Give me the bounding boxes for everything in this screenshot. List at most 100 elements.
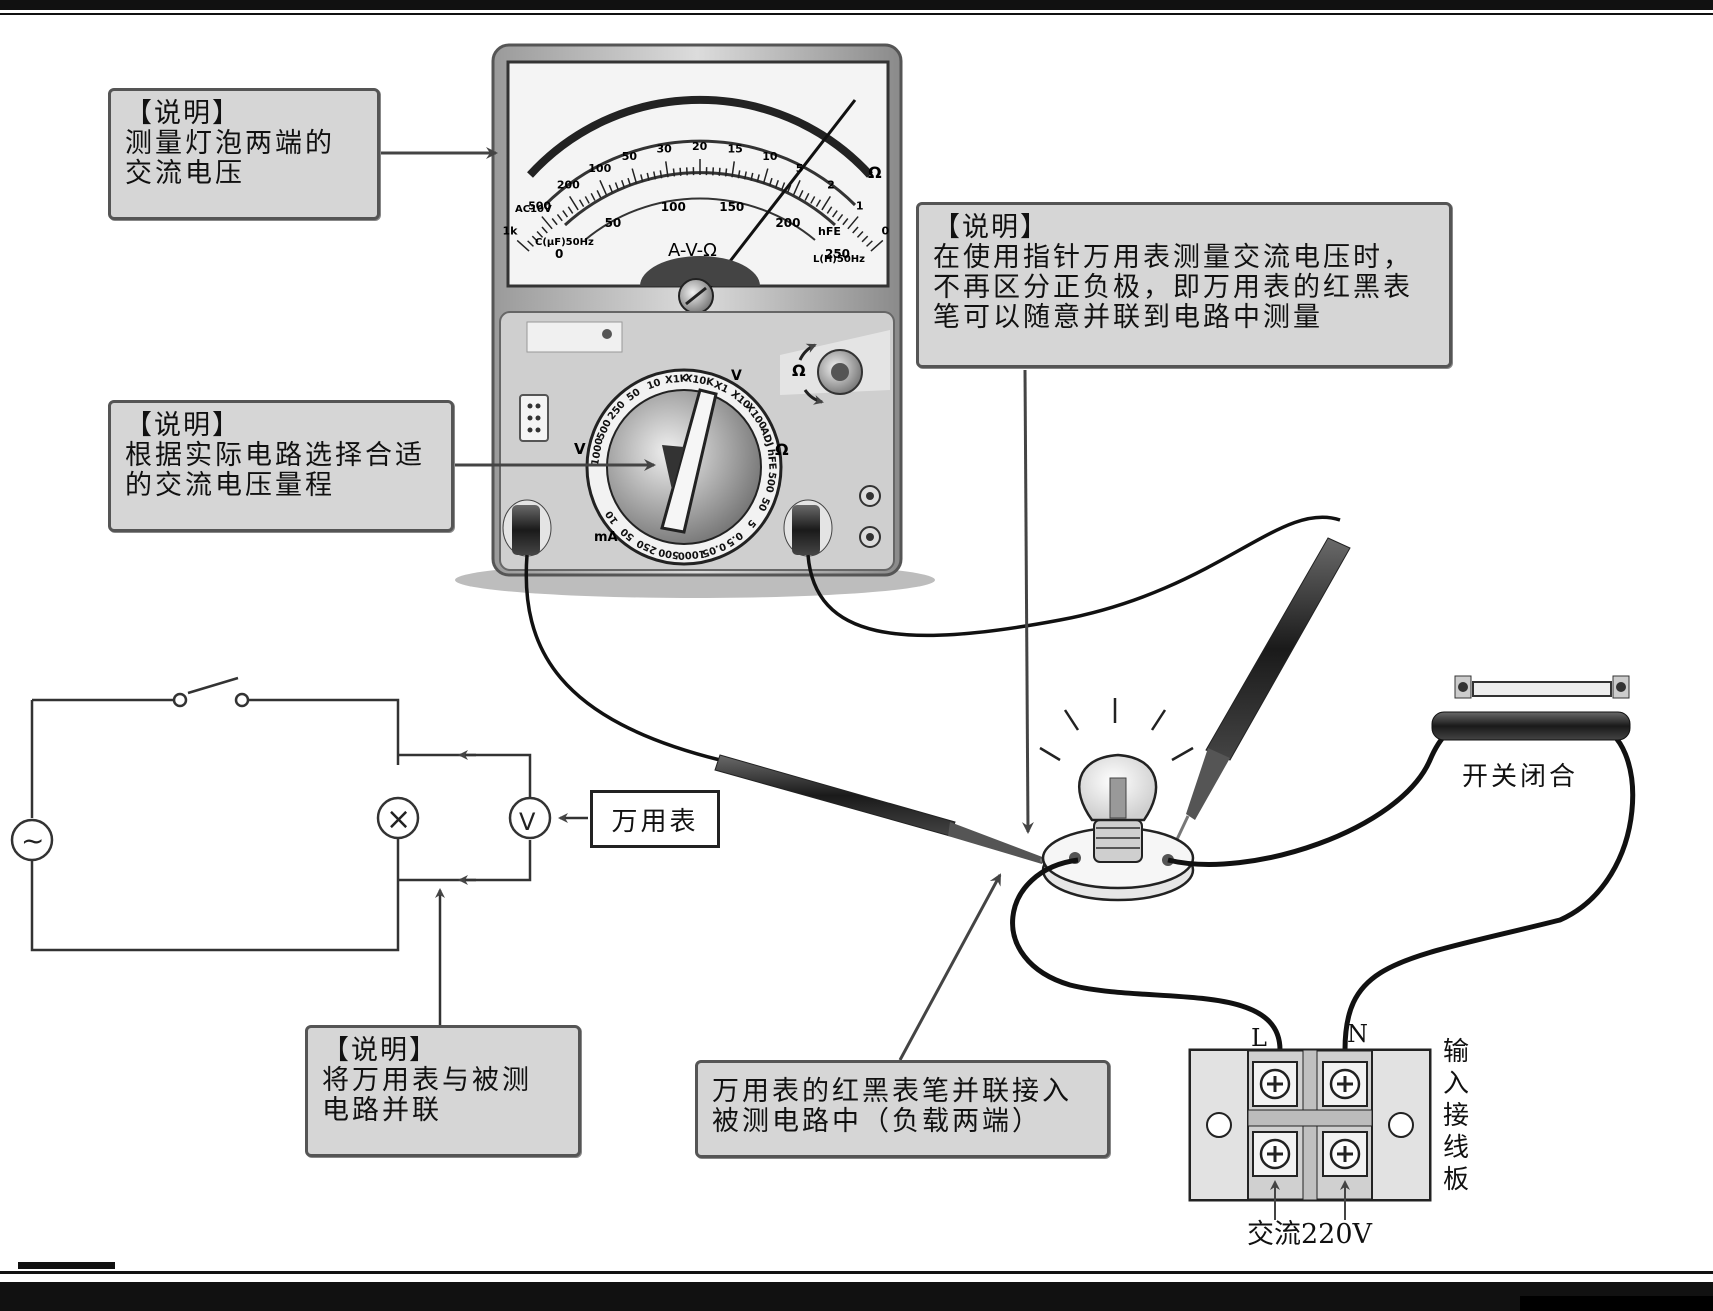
meter-tick bbox=[810, 196, 816, 204]
selector-range-label: 500 bbox=[658, 546, 681, 560]
selector-range-label: 500 bbox=[763, 471, 777, 494]
selector-range-label: 1000 bbox=[677, 547, 706, 560]
input-board-label: 输入接线板 bbox=[1442, 1037, 1469, 1195]
meter-tick bbox=[551, 218, 558, 226]
multimeter-box-label: 万用表 bbox=[590, 790, 720, 848]
meter-tick bbox=[826, 206, 833, 214]
voltmeter-symbol bbox=[508, 796, 552, 840]
meter-tick bbox=[646, 172, 650, 181]
meter-tick bbox=[608, 184, 614, 193]
meter-tick bbox=[798, 190, 804, 198]
meter-tick bbox=[659, 170, 663, 179]
meter-tick bbox=[531, 235, 539, 243]
ohm-scale-label: 15 bbox=[727, 142, 742, 155]
note-polarity-heading: 【说明】 bbox=[933, 212, 1049, 243]
meter-tick bbox=[786, 184, 792, 193]
positive-plug[interactable] bbox=[783, 499, 833, 557]
multimeter: AC10V C(μF)50Hz L(H)50Hz hFE Ω A-V-Ω Ω 1… bbox=[455, 43, 935, 598]
red-probe bbox=[1170, 537, 1351, 851]
schematic bbox=[30, 676, 588, 1025]
ohm-scale-label: 50 bbox=[622, 150, 638, 163]
meter-tick bbox=[541, 216, 553, 230]
probes-note-text: 万用表的红黑表笔并联接入被测电路中（负载两端） bbox=[712, 1076, 1072, 1137]
meter-tick bbox=[804, 192, 810, 201]
ohm-scale-label: 100 bbox=[588, 162, 611, 175]
callout-arrows bbox=[380, 147, 1034, 1061]
meter-tick bbox=[870, 239, 884, 252]
note-parallel-body: 将万用表与被测电路并联 bbox=[322, 1065, 532, 1126]
meter-tick bbox=[718, 167, 721, 176]
ac-voltage-label: 交流220V bbox=[1247, 1219, 1373, 1250]
meter-tick bbox=[653, 171, 657, 180]
meter-tick bbox=[621, 179, 626, 189]
schematic-symbols bbox=[10, 796, 552, 862]
ohm-scale-label: 10 bbox=[762, 150, 778, 163]
range-selector-knob[interactable] bbox=[660, 388, 718, 534]
meter-tick bbox=[821, 195, 831, 211]
meter-tick bbox=[792, 179, 801, 196]
selector-range-label: hFE bbox=[765, 449, 778, 471]
meter-tick bbox=[584, 196, 590, 204]
meter-tick bbox=[861, 235, 869, 243]
meter-tick bbox=[590, 192, 596, 201]
switch-device bbox=[1431, 675, 1631, 741]
com-plug[interactable] bbox=[502, 499, 552, 557]
selector-range-label: X10K bbox=[684, 373, 716, 389]
ac-source-glyph: ~ bbox=[21, 824, 44, 857]
ohm-scale-label: 1 bbox=[856, 200, 864, 213]
meter-tick bbox=[578, 199, 585, 208]
meter-tick bbox=[842, 218, 849, 226]
dc-scale-label: 0 bbox=[555, 247, 563, 261]
meter-tick bbox=[750, 172, 754, 181]
meter-tick bbox=[780, 182, 786, 191]
ohm-adjust-omega: Ω bbox=[792, 361, 806, 380]
meter-tick bbox=[562, 210, 569, 218]
hfe-socket[interactable] bbox=[519, 394, 549, 442]
note-polarity: 【说明】 在使用指针万用表测量交流电压时，不再区分正负极，即万用表的红黑表笔可以… bbox=[916, 202, 1452, 368]
meter-tick bbox=[774, 179, 779, 189]
meter-tick bbox=[536, 230, 544, 238]
note-parallel-heading: 【说明】 bbox=[322, 1035, 438, 1066]
dc-scale-label: 150 bbox=[719, 200, 744, 214]
hfe-scale-label: hFE bbox=[818, 225, 841, 238]
meter-tick bbox=[672, 168, 676, 177]
meter-tick bbox=[541, 226, 548, 234]
note-parallel: 【说明】 将万用表与被测电路并联 bbox=[305, 1025, 581, 1157]
note-measure: 【说明】 测量灯泡两端的交流电压 bbox=[108, 88, 380, 220]
selector-range-label: 1000 bbox=[590, 437, 606, 466]
omega-scale-label: Ω bbox=[868, 163, 882, 182]
face-center-label: A-V-Ω bbox=[668, 240, 717, 261]
meter-tick bbox=[831, 210, 838, 218]
meter-tick bbox=[743, 171, 747, 180]
meter-tick bbox=[731, 161, 735, 178]
dc-scale-label: 50 bbox=[605, 216, 622, 230]
meter-tick bbox=[527, 240, 534, 247]
meter-tick bbox=[724, 168, 728, 177]
meter-tick bbox=[665, 161, 669, 178]
note-probes: 万用表的红黑表笔并联接入被测电路中（负载两端） bbox=[695, 1060, 1110, 1158]
meter-tick bbox=[856, 230, 864, 238]
inductance-label: L(H)50Hz bbox=[813, 254, 865, 265]
note-measure-body: 测量灯泡两端的交流电压 bbox=[125, 128, 335, 189]
ac-source-symbol bbox=[10, 818, 54, 862]
lamp-symbol bbox=[376, 796, 420, 840]
meter-tick bbox=[631, 168, 638, 185]
meter-tick bbox=[556, 213, 563, 222]
terminal-l-label: L bbox=[1251, 1024, 1267, 1052]
ohm-scale-label: 500 bbox=[528, 200, 551, 213]
meter-tick bbox=[815, 199, 822, 208]
meter-tick bbox=[596, 190, 602, 198]
ohm-scale-label: 1k bbox=[502, 224, 518, 237]
ohm-scale-label: 20 bbox=[692, 140, 708, 153]
dc-scale-label: 200 bbox=[775, 216, 800, 230]
selector-ma-mark: mA bbox=[594, 530, 618, 545]
ac-range-label: AC10V bbox=[515, 204, 552, 215]
selector-range-label: 50 bbox=[755, 495, 771, 512]
lamp-glyph: × bbox=[386, 802, 411, 837]
meter-tick bbox=[567, 206, 574, 214]
meter-tick bbox=[768, 177, 773, 186]
meter-tick bbox=[847, 216, 859, 230]
note-range-body: 根据实际电路选择合适的交流电压量程 bbox=[125, 440, 425, 501]
ohm-scale-label: 0 bbox=[882, 224, 890, 237]
